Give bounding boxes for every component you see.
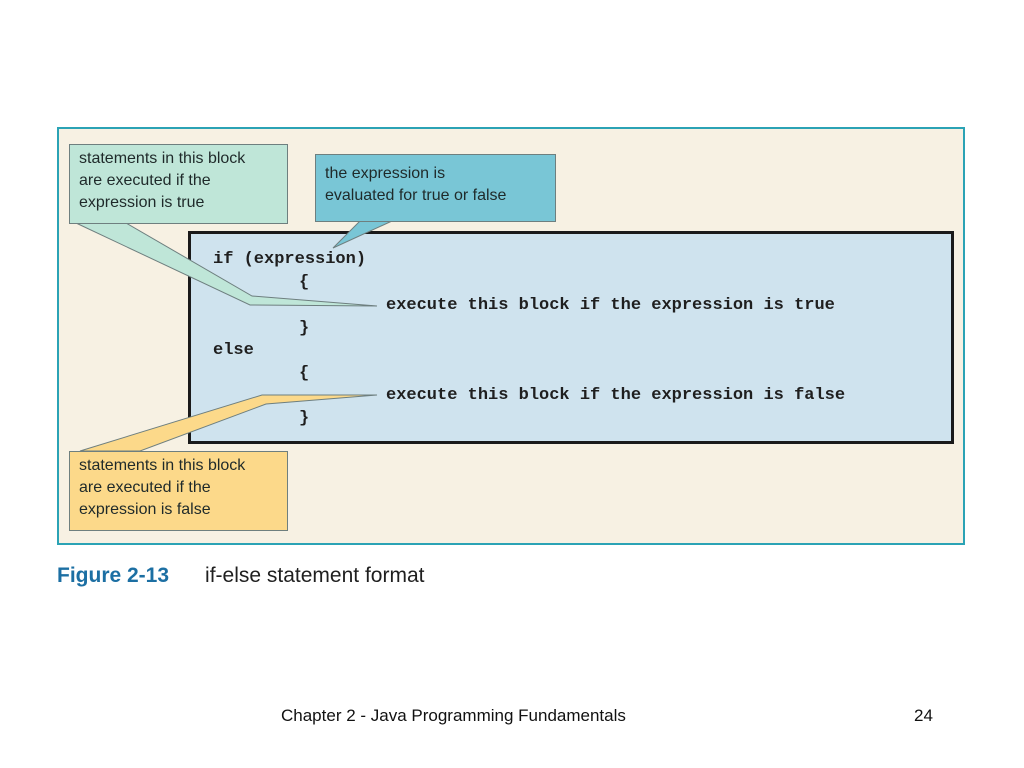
callout-true-line-1: statements in this block	[79, 150, 246, 167]
callout-true-line-3: expression is true	[79, 194, 205, 211]
callout-false-block: statements in this block are executed if…	[69, 451, 288, 531]
callout-false-line-1: statements in this block	[79, 457, 246, 474]
code-true-body: execute this block if the expression is …	[386, 296, 835, 315]
page-number: 24	[914, 706, 933, 725]
code-else-line: else	[213, 341, 254, 360]
callout-expression-line-1: the expression is	[325, 165, 446, 182]
footer-title: Chapter 2 - Java Programming Fundamental…	[281, 706, 626, 725]
callout-false-line-2: are executed if the	[79, 479, 211, 496]
callout-expression: the expression is evaluated for true or …	[315, 154, 556, 222]
figure-caption: Figure 2-13 if-else statement format	[57, 562, 424, 590]
code-close-brace-true: }	[299, 319, 310, 338]
callout-true-line-2: are executed if the	[79, 172, 211, 189]
code-open-brace-false: {	[299, 364, 310, 383]
code-box: if (expression) { execute this block if …	[188, 231, 954, 444]
code-if-line: if (expression)	[213, 250, 367, 269]
figure-caption-label: Figure 2-13	[57, 564, 170, 587]
code-close-brace-false: }	[299, 409, 310, 428]
code-false-body: execute this block if the expression is …	[386, 386, 846, 405]
code-open-brace-true: {	[299, 273, 310, 292]
callout-false-line-3: expression is false	[79, 501, 211, 518]
figure-caption-text: if-else statement format	[205, 564, 425, 587]
callout-true-block: statements in this block are executed if…	[69, 144, 288, 224]
callout-expression-line-2: evaluated for true or false	[325, 187, 507, 204]
